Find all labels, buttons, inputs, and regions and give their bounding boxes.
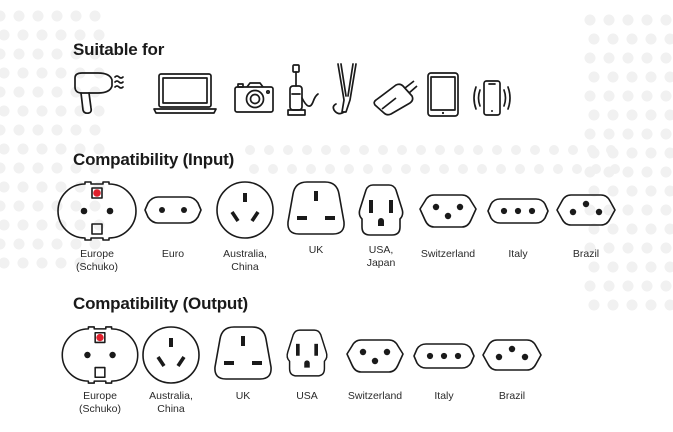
- hair-dryer-icon: [72, 70, 124, 116]
- plug-label: Brazil: [498, 390, 526, 402]
- plug-label: Europe (Schuko): [78, 390, 121, 415]
- plug-label: Switzerland: [420, 248, 476, 260]
- tablet-icon: [427, 72, 459, 117]
- plug-label: Italy: [508, 248, 528, 260]
- uk-socket-icon: [287, 181, 345, 235]
- euro-socket-icon: [144, 196, 202, 224]
- switzerland-socket-icon: [346, 339, 404, 373]
- plug-label: Switzerland: [347, 390, 403, 402]
- plug-label: UK: [235, 390, 251, 402]
- plug-label: Euro: [161, 248, 185, 260]
- brazil-socket-icon: [482, 339, 542, 371]
- brazil-socket-icon: [556, 194, 616, 226]
- italy-socket-icon: [487, 198, 549, 224]
- schuko-socket-icon: [57, 181, 137, 241]
- plug-label: UK: [308, 244, 324, 256]
- stick-vacuum-icon: [285, 64, 321, 117]
- plug-label: USA: [296, 390, 318, 402]
- camera-icon: [234, 82, 274, 114]
- plug-label: Australia, China: [149, 390, 193, 415]
- plug-label: Italy: [434, 390, 454, 402]
- italy-socket-icon: [413, 343, 475, 369]
- vibrating-phone-icon: [473, 80, 511, 116]
- laptop-icon: [153, 73, 217, 115]
- suitable-for-title: Suitable for: [73, 40, 165, 59]
- wall-charger-icon: [372, 76, 418, 116]
- plug-label: Brazil: [572, 248, 600, 260]
- australia-china-socket-icon: [142, 326, 200, 384]
- schuko-socket-icon: [61, 326, 139, 384]
- switzerland-socket-icon: [419, 194, 477, 228]
- usa-japan-socket-icon: [358, 184, 404, 236]
- plug-label: Australia, China: [223, 248, 267, 273]
- plug-label: USA, Japan: [366, 244, 396, 269]
- uk-socket-icon: [214, 326, 272, 380]
- compatibility-output-title: Compatibility (Output): [73, 294, 249, 313]
- plug-label: Europe (Schuko): [75, 248, 118, 273]
- australia-china-socket-icon: [216, 181, 274, 239]
- hair-straightener-icon: [330, 62, 362, 117]
- usa-socket-icon: [286, 329, 328, 377]
- compatibility-input-title: Compatibility (Input): [73, 150, 235, 169]
